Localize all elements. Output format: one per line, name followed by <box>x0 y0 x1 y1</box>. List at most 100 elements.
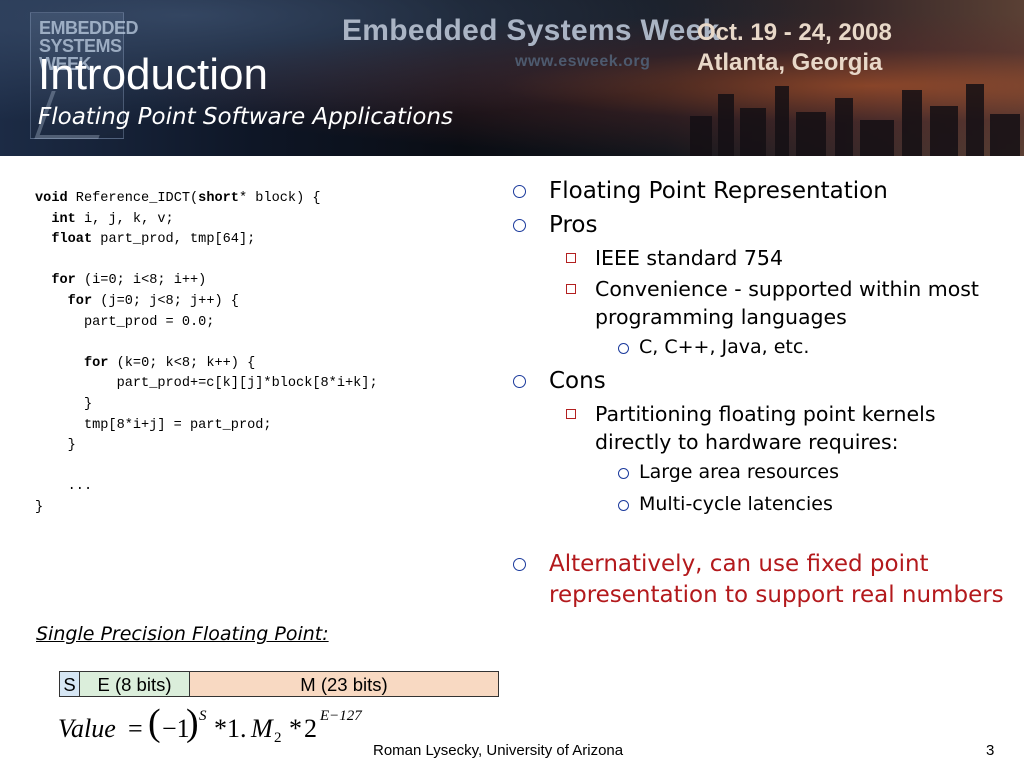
code-text <box>35 356 84 371</box>
code-text: i, j, k, v; <box>75 211 174 227</box>
code-line: for (i=0; i<8; i++) <box>35 273 206 288</box>
code-text: } <box>35 438 76 454</box>
logo-line: WEEK <box>39 54 92 74</box>
code-line: for (j=0; j<8; j++) { <box>35 294 239 309</box>
circle-bullet-icon <box>513 375 526 388</box>
circle-bullet-icon <box>618 468 629 479</box>
square-bullet-icon <box>566 284 576 294</box>
square-bullet-icon <box>566 409 576 419</box>
event-date-location: Oct. 19 - 24, 2008 Atlanta, Georgia <box>697 18 892 78</box>
bullet-item-level-1: Pros <box>505 210 1005 241</box>
code-line: int i, j, k, v; <box>35 211 174 227</box>
bullet-text: Pros <box>549 212 598 238</box>
footer-author: Roman Lysecky, University of Arizona <box>373 742 624 759</box>
code-line: } <box>35 438 76 453</box>
slide-title: Introduction <box>38 50 268 99</box>
city-skyline-image <box>680 80 1024 156</box>
code-text <box>35 232 51 247</box>
bullet-item-level-3: Large area resources <box>505 459 1005 486</box>
code-text <box>35 294 68 309</box>
circle-bullet-icon <box>618 343 629 354</box>
exponent-field: E (8 bits) <box>80 672 190 696</box>
event-location: Atlanta, Georgia <box>697 49 883 76</box>
bullet-item-level-2: IEEE standard 754 <box>505 244 1005 272</box>
formula-mantissa: M <box>251 714 273 743</box>
bullet-text: Cons <box>549 368 606 394</box>
code-text: (j=0; j<8; j++) { <box>92 293 239 309</box>
formula-times-two: * <box>289 714 302 743</box>
header-banner: EMBEDDED SYSTEMS WEEK Embedded Systems W… <box>0 0 1024 156</box>
code-text: part_prod, tmp[64]; <box>92 232 256 248</box>
code-keyword: for <box>67 293 93 309</box>
formula-equals: = <box>128 714 143 743</box>
bullet-spacer <box>505 523 1005 549</box>
code-line: part_prod = 0.0; <box>35 314 215 330</box>
code-text: } <box>35 499 44 515</box>
formula-base: −1 <box>162 714 190 743</box>
single-precision-label: Single Precision Floating Point: <box>36 623 329 645</box>
code-text: * block) { <box>238 191 321 206</box>
bullet-item-level-2: Convenience - supported within most prog… <box>505 275 1005 331</box>
code-keyword: void <box>35 191 68 206</box>
code-line: ... <box>35 479 92 494</box>
code-text: Reference_IDCT( <box>67 191 199 206</box>
bullet-text: Partitioning floating point kernels dire… <box>595 402 936 454</box>
event-dates: Oct. 19 - 24, 2008 <box>697 19 892 46</box>
float-format-diagram: S E (8 bits) M (23 bits) <box>59 671 499 697</box>
square-bullet-icon <box>566 253 576 263</box>
code-line: } <box>35 500 43 515</box>
bullet-item-level-1: Floating Point Representation <box>505 176 1005 207</box>
code-text: (i=0; i<8; i++) <box>75 273 207 289</box>
formula-mantissa-subscript: 2 <box>274 730 282 746</box>
code-line: tmp[8*i+j] = part_prod; <box>35 418 272 433</box>
bullet-text: Floating Point Representation <box>549 178 888 204</box>
code-text: (k=0; k<8; k++) { <box>108 355 256 371</box>
bullet-item-level-1: Alternatively, can use fixed point repre… <box>505 549 1005 611</box>
page-number: 3 <box>986 742 995 759</box>
bullet-text: Large area resources <box>639 461 839 483</box>
circle-bullet-icon <box>513 185 526 198</box>
bullet-item-level-3: Multi-cycle latencies <box>505 491 1005 518</box>
circle-bullet-icon <box>513 219 526 232</box>
code-line: part_prod+=c[k][j]*block[8*i+k]; <box>35 376 378 391</box>
formula-times-one: *1. <box>214 714 247 743</box>
bullet-text: C, C++, Java, etc. <box>639 336 810 358</box>
formula-close-paren: ) <box>186 702 199 744</box>
code-keyword: for <box>51 273 76 289</box>
bullet-text: Alternatively, can use fixed point repre… <box>549 551 1004 608</box>
esweek-logo: EMBEDDED SYSTEMS WEEK <box>30 12 139 139</box>
code-keyword: for <box>83 355 109 371</box>
formula-lhs: Value <box>58 714 116 743</box>
code-text: part_prod = 0.0; <box>35 314 215 330</box>
code-line: float part_prod, tmp[64]; <box>35 232 255 247</box>
sign-field: S <box>60 672 80 696</box>
circle-bullet-icon <box>513 558 526 571</box>
code-keyword: float <box>51 232 93 248</box>
mantissa-field: M (23 bits) <box>190 672 498 696</box>
code-keyword: int <box>51 211 76 227</box>
slide-subtitle: Floating Point Software Applications <box>38 104 454 130</box>
bullet-text: IEEE standard 754 <box>595 246 783 270</box>
code-text <box>35 212 51 227</box>
code-keyword: short <box>198 191 239 206</box>
circle-bullet-icon <box>618 500 629 511</box>
bullet-item-level-3: C, C++, Java, etc. <box>505 334 1005 361</box>
logo-line: SYSTEMS <box>39 36 122 56</box>
formula-two: 2 <box>304 714 317 743</box>
code-listing: void Reference_IDCT(short* block) { int … <box>35 189 378 519</box>
logo-line: EMBEDDED <box>39 18 139 38</box>
code-line: } <box>35 397 92 412</box>
event-url: www.esweek.org <box>515 53 651 70</box>
code-text: part_prod+=c[k][j]*block[8*i+k]; <box>35 376 378 392</box>
bullet-text: Convenience - supported within most prog… <box>595 277 979 329</box>
formula-open-paren: ( <box>148 702 161 744</box>
bullet-text: Multi-cycle latencies <box>639 493 833 515</box>
event-name: Embedded Systems Week <box>342 14 720 47</box>
code-text <box>35 273 51 288</box>
formula-sign-exponent: S <box>199 708 207 724</box>
bullet-item-level-2: Partitioning floating point kernels dire… <box>505 400 1005 456</box>
code-line: for (k=0; k<8; k++) { <box>35 356 255 371</box>
code-text: tmp[8*i+j] = part_prod; <box>35 417 272 433</box>
bullet-item-level-1: Cons <box>505 366 1005 397</box>
